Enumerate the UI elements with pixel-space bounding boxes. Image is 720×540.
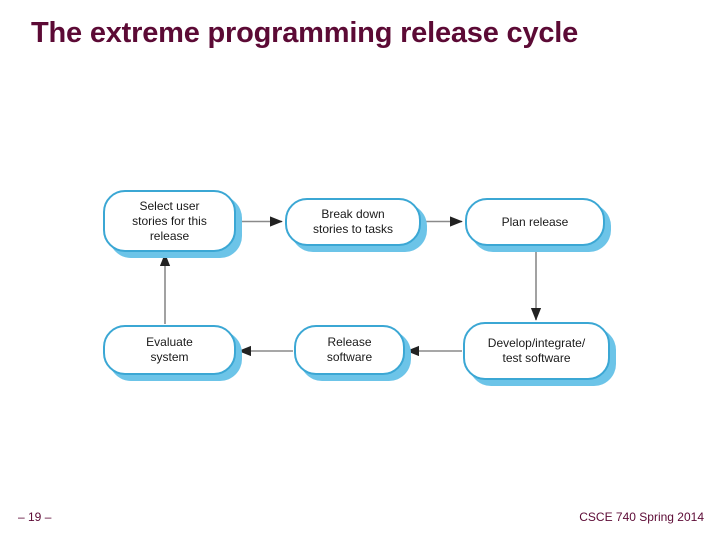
node-plan-release[interactable]: Plan release [465,198,605,246]
node-select-user-stories[interactable]: Select user stories for this release [103,190,236,252]
footer-course-info: CSCE 740 Spring 2014 [579,510,704,524]
diagram-connectors [159,216,542,357]
node-develop-integrate-test[interactable]: Develop/integrate/ test software [463,322,610,380]
node-release-software[interactable]: Release software [294,325,405,375]
node-break-down-stories[interactable]: Break down stories to tasks [285,198,421,246]
node-evaluate-system[interactable]: Evaluate system [103,325,236,375]
footer-page-marker: – 19 – [18,510,52,524]
xp-release-cycle-diagram: Select user stories for this release Bre… [0,160,720,420]
page-title: The extreme programming release cycle [31,17,579,49]
